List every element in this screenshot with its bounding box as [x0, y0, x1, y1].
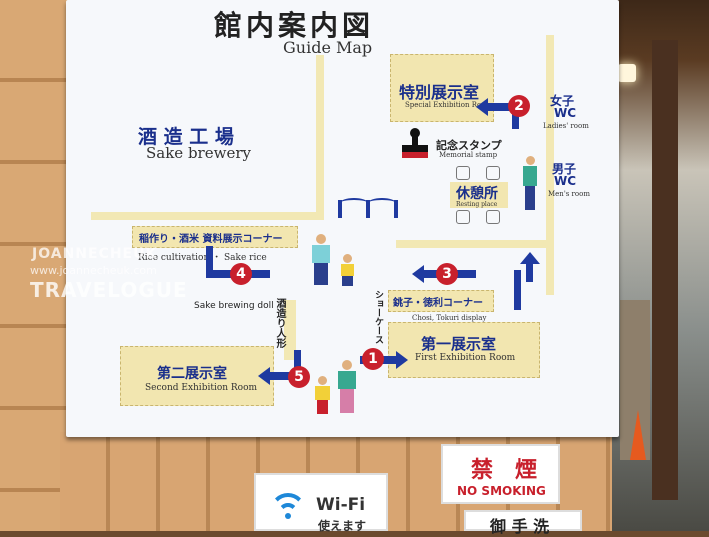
doll-label-en: Sake brewing doll [194, 301, 274, 311]
man-figure-icon [522, 156, 538, 212]
adult-figure-icon [306, 234, 336, 286]
route-arrow-left [484, 103, 512, 111]
wooden-pillar [652, 40, 678, 500]
route-arrow-up [526, 262, 533, 282]
corridor [316, 55, 324, 220]
resting-place: 休憩所 Resting place [450, 182, 508, 208]
special-exhibition-label-jp: 特別展示室 [399, 83, 480, 102]
special-exhibition-label-en: Special Exhibition Room [405, 101, 493, 109]
no-smoking-jp: 禁 煙 [471, 458, 538, 483]
stool-icon [456, 166, 470, 180]
stamp-label-en: Memorial stamp [439, 151, 498, 159]
rope-barrier-icon [336, 196, 400, 218]
mens-label-jp: 男子 [552, 162, 577, 176]
ladies-label-jp: 女子 [550, 94, 575, 108]
watermark-line1: JOANNECHEUK [32, 246, 158, 262]
route-arrow-stem [514, 270, 521, 310]
wifi-sublabel: 使えます [318, 519, 367, 533]
sake-brewery-label-jp: 酒 造 工 場 [138, 126, 234, 148]
arrowhead-icon [396, 351, 408, 369]
stool-icon [456, 210, 470, 224]
child-figure-icon [312, 376, 334, 416]
stamp-icon [402, 128, 428, 158]
stamp-label-jp: 記念スタンプ [436, 139, 502, 152]
first-exhibition-room: 第一展示室 First Exhibition Room [388, 322, 540, 378]
route-badge-5: 5 [288, 366, 310, 388]
route-arrow-left [270, 372, 300, 380]
first-exhibition-label-jp: 第一展示室 [421, 335, 497, 353]
map-title-en: Guide Map [283, 38, 373, 57]
choshi-corner: 銚子・徳利コーナー [388, 290, 494, 312]
wifi-icon [270, 493, 310, 523]
no-smoking-en: NO SMOKING [457, 484, 546, 498]
map-title-jp: 館内案内図 [214, 9, 375, 42]
traffic-cone [630, 410, 646, 460]
route-badge-2: 2 [508, 95, 530, 117]
rice-label-jp: 稲作り・酒米 資料展示コーナー [139, 234, 283, 245]
rest-label-jp: 休憩所 [456, 186, 498, 202]
arrowhead-icon [412, 265, 424, 283]
stool-icon [486, 166, 500, 180]
second-exhibition-label-jp: 第二展示室 [157, 366, 227, 382]
mens-wc-label: WC [554, 174, 577, 188]
choshi-label-jp: 銚子・徳利コーナー [393, 298, 483, 309]
stool-icon [486, 210, 500, 224]
doll-label-jp: 酒造り人形 [274, 298, 285, 348]
route-badge-4: 4 [230, 263, 252, 285]
sake-brewery-label-en: Sake brewery [146, 144, 251, 162]
second-exhibition-room: 第二展示室 Second Exhibition Room [120, 346, 274, 406]
route-badge-3: 3 [436, 263, 458, 285]
guide-map-board: 館内案内図 Guide Map 酒 造 工 場 Sake brewery 特別展… [66, 0, 619, 437]
first-exhibition-label-en: First Exhibition Room [415, 353, 516, 363]
corridor [91, 212, 324, 220]
watermark-line2: www.joannecheuk.com [30, 264, 157, 277]
wifi-sign: Wi-Fi 使えます [254, 473, 388, 533]
choshi-label-en: Chosi, Tokuri display [412, 314, 487, 322]
route-arrow-stem [206, 246, 213, 276]
wifi-label: Wi-Fi [316, 495, 366, 515]
watermark-line3: TRAVELOGUE [30, 278, 188, 302]
arrowhead-icon [476, 98, 488, 116]
rice-label-en: Rice cultivation ・ Sake rice [138, 253, 267, 263]
mens-label-en: Men's room [548, 190, 590, 198]
corridor [546, 35, 554, 295]
child-figure-icon [338, 254, 358, 286]
wooden-wall-left [0, 0, 70, 531]
rest-label-en: Resting place [456, 201, 498, 208]
adult-figure-icon [332, 360, 362, 416]
restroom-sign: 御 手 洗 [464, 510, 582, 536]
second-exhibition-label-en: Second Exhibition Room [145, 383, 258, 393]
rice-exhibit-corner: 稲作り・酒米 資料展示コーナー [132, 226, 298, 248]
restroom-label: 御 手 洗 [490, 517, 550, 536]
no-smoking-sign: 禁 煙 NO SMOKING [441, 444, 560, 504]
corridor [396, 240, 546, 248]
route-arrow-stem [294, 350, 301, 378]
ceiling-light [618, 64, 636, 82]
arrowhead-icon [520, 252, 540, 264]
ladies-wc-label: WC [554, 106, 577, 120]
ladies-label-en: Ladies' room [543, 122, 589, 130]
route-badge-1: 1 [362, 348, 384, 370]
arrowhead-icon [258, 367, 270, 385]
corridor [284, 300, 296, 360]
showcase-label: ショーケース [373, 290, 383, 344]
